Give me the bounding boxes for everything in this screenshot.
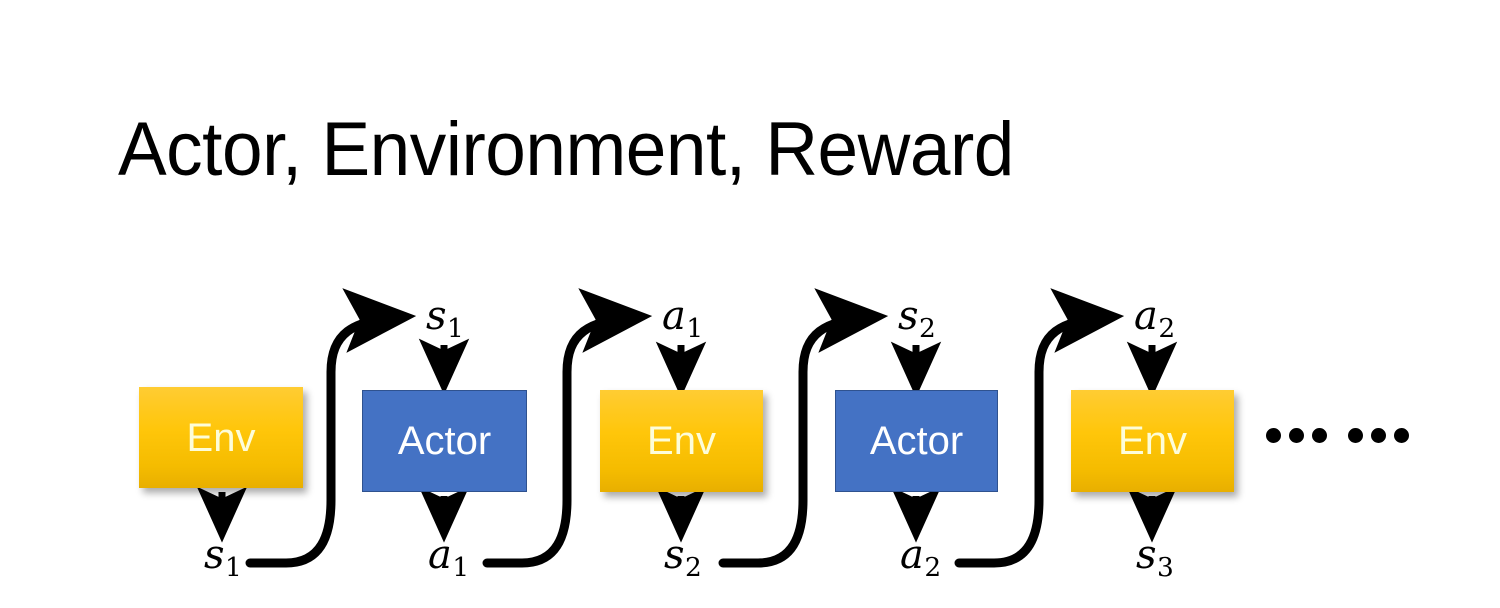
symbol: a [900, 532, 924, 578]
label-state-s2-bottom: s2 [664, 535, 702, 581]
subscript: 2 [919, 312, 936, 344]
label-state-s2-top: s2 [898, 296, 936, 342]
ellipsis-dot [1371, 428, 1386, 443]
symbol: s [426, 293, 447, 339]
node-label: Env [1118, 419, 1187, 463]
subscript: 2 [924, 551, 942, 583]
ellipsis-dot [1289, 428, 1304, 443]
symbol: a [428, 532, 452, 578]
node-actor-1[interactable]: Actor [362, 390, 527, 492]
label-action-a2-top: a2 [1134, 296, 1175, 342]
ellipsis-dot [1312, 428, 1327, 443]
node-label: Actor [397, 419, 492, 463]
ellipsis-dot [1348, 428, 1363, 443]
symbol: s [204, 532, 225, 578]
label-state-s1-top: s1 [426, 296, 464, 342]
ellipsis-dot [1394, 428, 1409, 443]
subscript: 1 [225, 551, 242, 583]
subscript: 2 [1158, 312, 1176, 344]
subscript: 1 [686, 312, 704, 344]
subscript: 2 [685, 551, 702, 583]
label-state-s1-bottom: s1 [204, 535, 242, 581]
label-action-a1-bottom: a1 [428, 535, 469, 581]
node-label: Env [647, 419, 716, 463]
symbol: s [1136, 532, 1157, 578]
node-env-3[interactable]: Env [1071, 390, 1234, 492]
label-action-a1-top: a1 [662, 296, 703, 342]
node-label: Env [186, 415, 256, 460]
symbol: a [662, 293, 686, 339]
subscript: 3 [1157, 551, 1174, 583]
ellipsis-continuation [1266, 428, 1409, 443]
page-title: Actor, Environment, Reward [118, 107, 1014, 192]
symbol: s [898, 293, 919, 339]
node-actor-2[interactable]: Actor [835, 390, 998, 492]
node-label: Actor [869, 419, 964, 463]
node-env-1[interactable]: Env [139, 387, 303, 488]
ellipsis-dot [1266, 428, 1281, 443]
node-env-2[interactable]: Env [600, 390, 763, 492]
subscript: 1 [447, 312, 464, 344]
label-action-a2-bottom: a2 [900, 535, 941, 581]
symbol: a [1134, 293, 1158, 339]
subscript: 1 [452, 551, 470, 583]
label-state-s3-bottom: s3 [1136, 535, 1174, 581]
symbol: s [664, 532, 685, 578]
